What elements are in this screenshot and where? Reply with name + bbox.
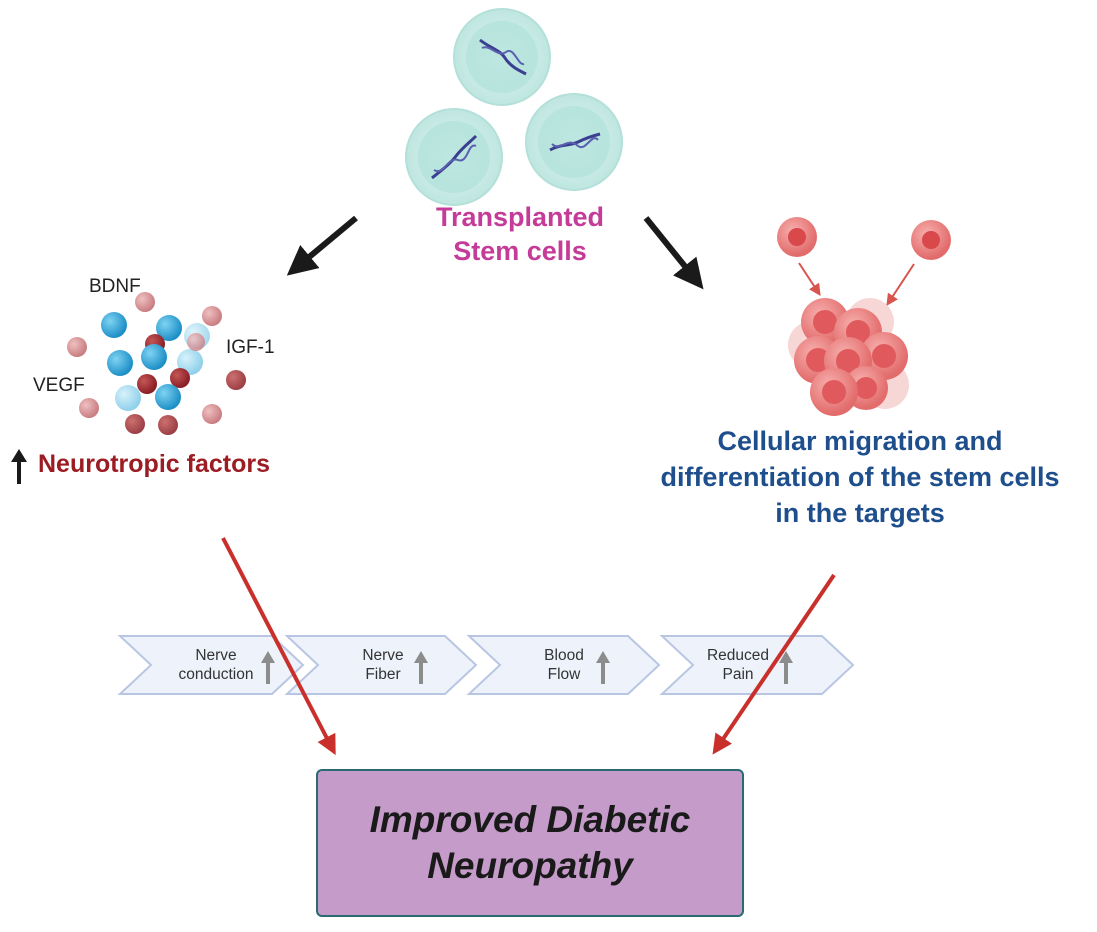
factor-label-igf1: IGF-1 [226,337,275,358]
factor-label-vegf: VEGF [33,375,85,396]
effect-label-nerve-conduction: Nerve conduction [178,647,254,683]
arrow-to-neurotropic [286,215,358,276]
outcome-title: Improved Diabetic Neuropathy [369,799,691,886]
effect-label-blood-flow: Blood Flow [544,647,584,683]
neurotropic-title-row: Neurotropic factors [34,450,270,479]
chevron-nerve-fiber [284,635,478,695]
stem-cell-icon [453,8,551,106]
neurotropic-factor-cluster [67,292,246,435]
stem-cell-group [405,8,623,206]
outcome-box: Improved Diabetic Neuropathy [316,769,744,917]
effects-chevron-row [117,635,855,695]
arrow-to-migration [643,216,704,290]
arrow-migration-to-outcome [712,573,836,755]
arrow-neurotropic-to-outcome [221,537,336,756]
neurotropic-title: Neurotropic factors [38,450,270,478]
chevron-blood-flow [466,635,661,695]
effect-label-reduced-pain: Reduced Pain [706,647,770,683]
migration-title: Cellular migration and differentiation o… [660,426,1060,528]
stem-cells-title: Transplanted Stem cells [435,202,605,266]
effect-label-nerve-fiber: Nerve Fiber [362,647,404,683]
up-arrow-icon [261,651,275,684]
up-arrow-icon [596,651,610,684]
up-arrow-icon [779,651,793,684]
migrating-cell-cluster [777,217,951,416]
chevron-reduced-pain [659,635,855,695]
up-arrow-icon [414,651,428,684]
stem-cell-icon [405,108,503,206]
factor-label-bdnf: BDNF [89,276,141,297]
up-arrow-icon [11,449,27,484]
stem-cell-icon [525,93,623,191]
